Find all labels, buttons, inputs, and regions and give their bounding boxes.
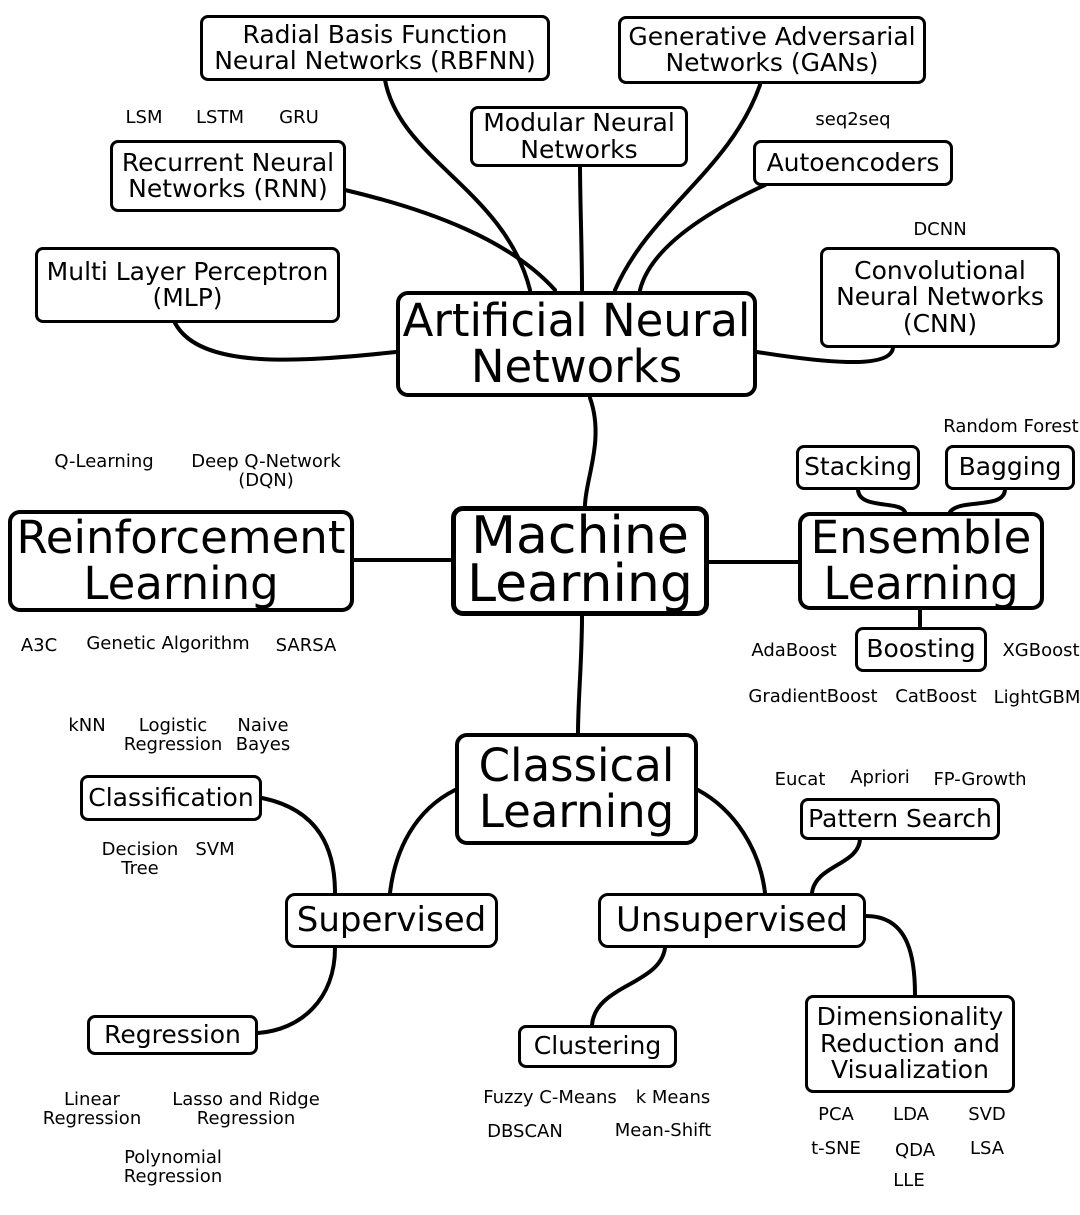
node-modular: Modular Neural Networks xyxy=(470,106,688,167)
edge-ann-rbfnn xyxy=(383,78,532,292)
edge-bagging-ensemble xyxy=(948,487,1007,514)
label-lightgbm: LightGBM xyxy=(993,687,1080,708)
node-gans: Generative Adversarial Networks (GANs) xyxy=(618,16,926,84)
label-apriori: Apriori xyxy=(850,767,910,788)
node-rbfnn: Radial Basis Function Neural Networks (R… xyxy=(200,15,550,81)
label-dbscan: DBSCAN xyxy=(487,1121,563,1142)
label-adaboost: AdaBoost xyxy=(751,640,837,661)
node-classification: Classification xyxy=(80,775,262,821)
edge-ml-classical xyxy=(576,614,584,735)
edge-ann-autoencoders xyxy=(638,183,767,292)
label-gradientboost: GradientBoost xyxy=(748,686,878,707)
node-unsupervised: Unsupervised xyxy=(598,893,866,948)
label-svm: SVM xyxy=(195,839,235,860)
label-fuzzy: Fuzzy C-Means xyxy=(483,1087,617,1108)
node-stacking: Stacking xyxy=(796,445,920,490)
label-a3c: A3C xyxy=(20,635,58,656)
node-dimensionality: Dimensionality Reduction and Visualizati… xyxy=(805,995,1015,1093)
node-supervised: Supervised xyxy=(285,893,498,948)
label-svd: SVD xyxy=(968,1104,1006,1125)
label-xgboost: XGBoost xyxy=(1002,640,1080,661)
label-random-forest: Random Forest xyxy=(943,416,1079,437)
node-cnn: Convolutional Neural Networks (CNN) xyxy=(820,247,1060,348)
label-lle: LLE xyxy=(893,1170,925,1191)
label-decision-tree: Decision Tree xyxy=(101,839,179,880)
label-meanshift: Mean-Shift xyxy=(614,1120,712,1141)
node-boosting: Boosting xyxy=(855,627,987,672)
edge-supervised-regression xyxy=(256,946,337,1035)
edge-classical-unsupervised xyxy=(696,788,767,895)
label-sarsa: SARSA xyxy=(275,635,337,656)
label-tsne: t-SNE xyxy=(811,1138,861,1159)
label-polynomial: Polynomial Regression xyxy=(123,1147,223,1188)
node-classical: Classical Learning xyxy=(455,733,698,845)
label-fp-growth: FP-Growth xyxy=(933,769,1027,790)
edge-stacking-ensemble xyxy=(856,487,907,514)
node-ann: Artificial Neural Networks xyxy=(396,291,757,397)
label-eucat: Eucat xyxy=(774,769,826,790)
label-genetic: Genetic Algorithm xyxy=(86,633,250,654)
edge-ann-ml xyxy=(583,396,598,508)
label-qda: QDA xyxy=(894,1140,936,1161)
node-rnn: Recurrent Neural Networks (RNN) xyxy=(110,140,346,212)
edge-ann-modular xyxy=(578,163,584,292)
node-mlp: Multi Layer Perceptron (MLP) xyxy=(35,247,340,323)
label-lsa: LSA xyxy=(969,1138,1005,1159)
label-lasso-ridge: Lasso and Ridge Regression xyxy=(172,1089,320,1130)
label-q-learning: Q-Learning xyxy=(54,451,154,472)
edge-ann-gans xyxy=(613,83,762,292)
node-reinforcement: Reinforcement Learning xyxy=(8,510,354,612)
label-dcnn: DCNN xyxy=(913,219,967,240)
edge-ann-rnn xyxy=(343,188,557,292)
label-linear-regression: Linear Regression xyxy=(42,1089,142,1130)
label-logistic: Logistic Regression xyxy=(123,715,223,756)
node-machine-learning: Machine Learning xyxy=(451,506,709,616)
label-dqn: Deep Q-Network (DQN) xyxy=(191,451,341,492)
label-lda: LDA xyxy=(893,1104,929,1125)
node-pattern-search: Pattern Search xyxy=(800,798,1000,840)
edge-pattern-unsupervised xyxy=(810,836,862,895)
label-kmeans: k Means xyxy=(635,1087,711,1108)
label-seq2seq: seq2seq xyxy=(815,109,891,130)
edge-unsupervised-clustering xyxy=(590,946,667,1027)
label-catboost: CatBoost xyxy=(895,686,977,707)
node-clustering: Clustering xyxy=(518,1025,677,1068)
edge-ann-mlp xyxy=(173,321,398,362)
edge-classification-supervised xyxy=(260,796,337,895)
edge-classical-supervised xyxy=(388,788,457,895)
node-regression: Regression xyxy=(87,1015,258,1055)
label-pca: PCA xyxy=(818,1104,854,1125)
node-bagging: Bagging xyxy=(945,445,1075,490)
label-knn: kNN xyxy=(68,715,106,736)
label-gru: GRU xyxy=(279,107,319,128)
edge-unsupervised-dimensionality xyxy=(864,914,917,997)
edge-ann-cnn xyxy=(755,346,895,365)
label-lstm: LSTM xyxy=(196,107,244,128)
label-lsm: LSM xyxy=(125,107,163,128)
label-naive-bayes: Naive Bayes xyxy=(235,715,291,756)
node-autoencoders: Autoencoders xyxy=(753,140,953,186)
node-ensemble: Ensemble Learning xyxy=(798,512,1044,610)
